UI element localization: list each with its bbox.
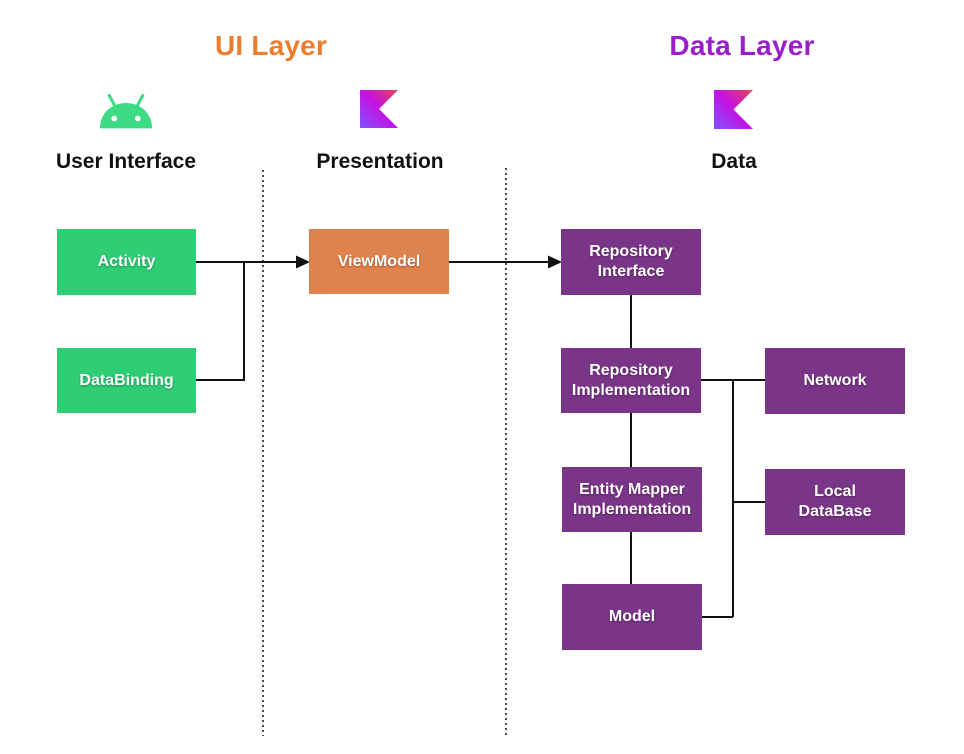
node-model: Model [562, 584, 702, 650]
kotlin-icon [360, 90, 398, 128]
node-entity-mapper-implementation: Entity Mapper Implementation [562, 467, 702, 532]
node-repository-implementation: Repository Implementation [561, 348, 701, 413]
node-activity: Activity [57, 229, 196, 295]
presentation-data-divider [505, 168, 507, 736]
column-label-data: Data [711, 150, 757, 173]
android-icon [99, 93, 153, 129]
data-layer-title: Data Layer [669, 30, 815, 61]
kotlin-icon [714, 90, 753, 129]
node-local-database: Local DataBase [765, 469, 905, 535]
arrowhead-into-viewmodel [296, 255, 310, 269]
node-viewmodel: ViewModel [309, 229, 449, 294]
column-label-user-interface: User Interface [55, 150, 197, 173]
ui-layer-title: UI Layer [214, 30, 328, 61]
ui-presentation-divider [262, 170, 264, 736]
node-repository-interface: Repository Interface [561, 229, 701, 295]
column-label-presentation: Presentation [316, 150, 444, 173]
arrowhead-into-repository-interface [548, 255, 562, 269]
node-network: Network [765, 348, 905, 414]
node-databinding: DataBinding [57, 348, 196, 413]
